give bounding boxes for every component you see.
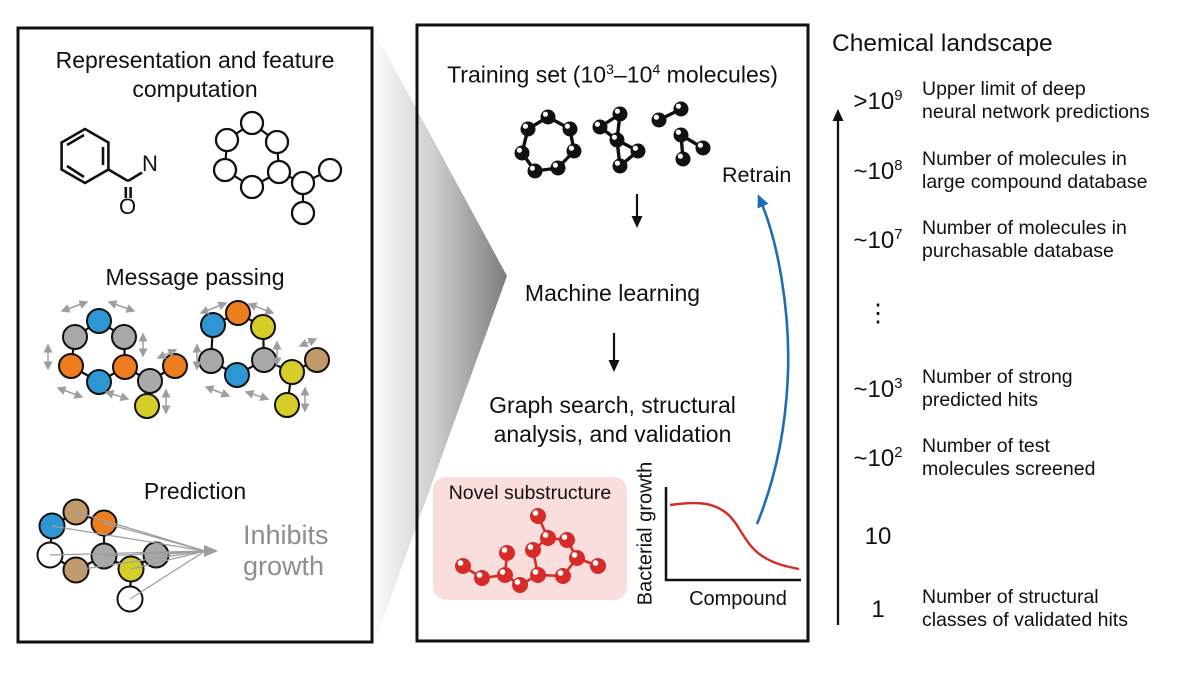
landscape-value: ~108 (853, 158, 903, 185)
message-molecule-1 (58, 308, 188, 419)
landscape-value: ~107 (853, 227, 903, 254)
plot-axes (664, 487, 801, 582)
nitrogen-atom-label: N (142, 151, 158, 176)
message-passing-arrows (43, 300, 318, 415)
oxygen-atom-label: O (119, 194, 137, 219)
retrain-label: Retrain (722, 163, 792, 187)
middle-panel-border (415, 23, 810, 643)
training-set-molecules (514, 101, 711, 179)
chemical-landscape-title: Chemical landscape (832, 30, 1053, 57)
landscape-ellipsis: ⋮ (865, 299, 891, 327)
prediction-molecule (36, 498, 218, 613)
x-axis-label: Compound (689, 588, 787, 610)
landscape-value: 1 (871, 596, 885, 623)
message-molecule-2 (198, 300, 330, 418)
message-passing-title: Message passing (105, 264, 285, 290)
landscape-value: >109 (853, 88, 903, 115)
novel-substructure-molecule (455, 508, 606, 593)
molecular-graph (212, 110, 343, 226)
novel-substructure-box (433, 477, 627, 600)
dose-response-plot (664, 487, 801, 582)
retrain-arrow (755, 194, 790, 525)
flow-arrows (608, 194, 643, 372)
dose-response-curve (669, 501, 800, 571)
left-panel-border (16, 26, 374, 644)
prediction-fan-arrow (49, 511, 218, 600)
funnel-shape (372, 27, 507, 649)
landscape-value: ~102 (853, 445, 903, 472)
prediction-title: Prediction (143, 478, 247, 504)
landscape-value: 10 (864, 523, 892, 550)
y-axis-label: Bacterial growth (634, 461, 657, 606)
landscape-value: ~103 (853, 376, 903, 403)
training-set-title: Training set (103–104 molecules) (447, 61, 778, 88)
novel-substructure-label: Novel substructure (448, 482, 612, 504)
machine-learning-label: Machine learning (524, 280, 701, 306)
benzamide-structure (60, 127, 143, 198)
